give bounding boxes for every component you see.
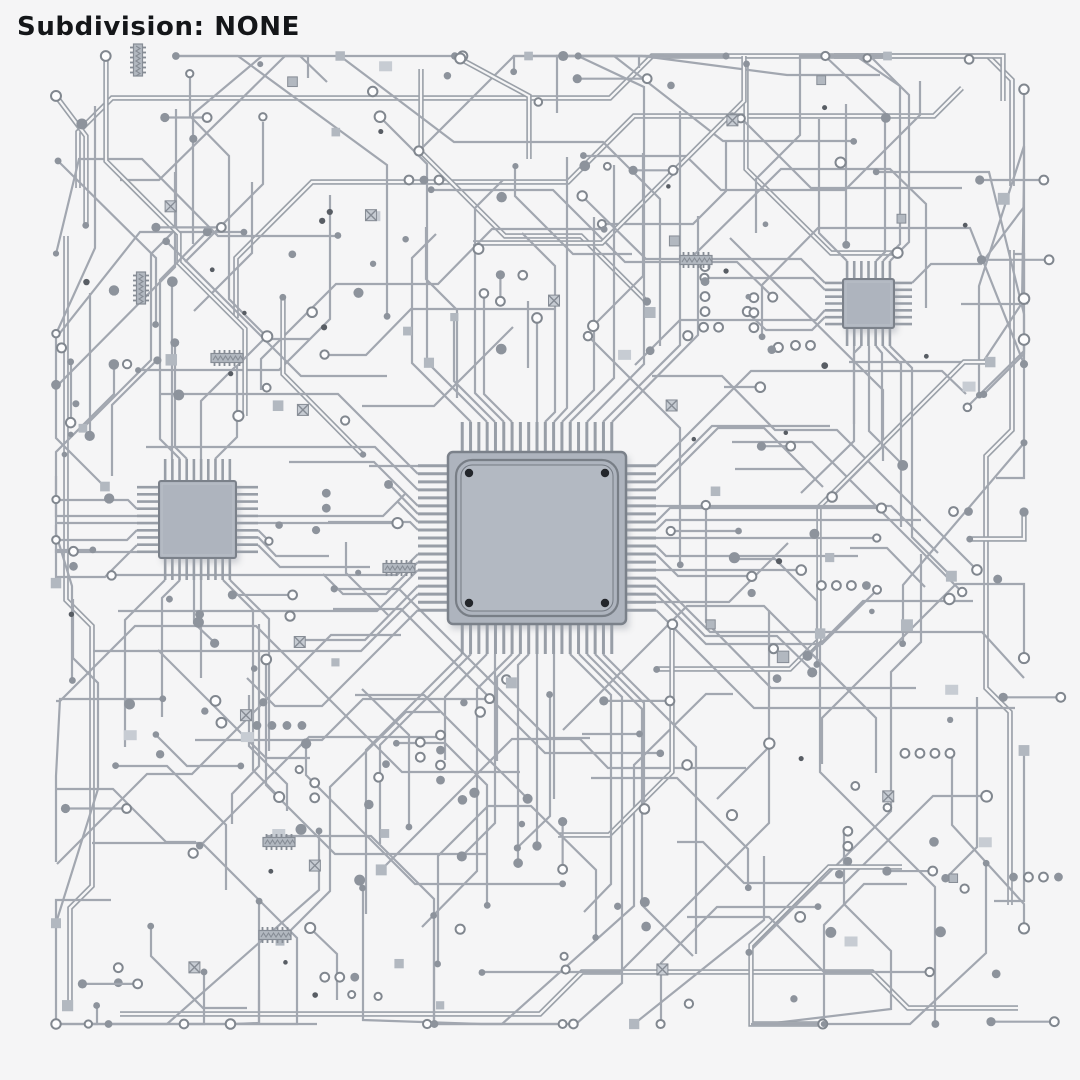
smd-component bbox=[130, 43, 146, 77]
smd-component bbox=[382, 560, 416, 576]
smd-component bbox=[262, 834, 296, 850]
smd-component bbox=[133, 271, 149, 305]
smd-component bbox=[258, 927, 292, 943]
pcb-components bbox=[50, 43, 1067, 1030]
subdivision-label: Subdivision: NONE bbox=[17, 12, 301, 42]
secondary-chip-right bbox=[825, 261, 912, 346]
main-processor-chip bbox=[418, 422, 656, 654]
smd-component bbox=[210, 350, 244, 366]
smd-component bbox=[679, 252, 713, 268]
pcb-chips bbox=[137, 261, 912, 654]
pcb-traces bbox=[53, 53, 1027, 1027]
secondary-chip-left bbox=[137, 459, 258, 580]
